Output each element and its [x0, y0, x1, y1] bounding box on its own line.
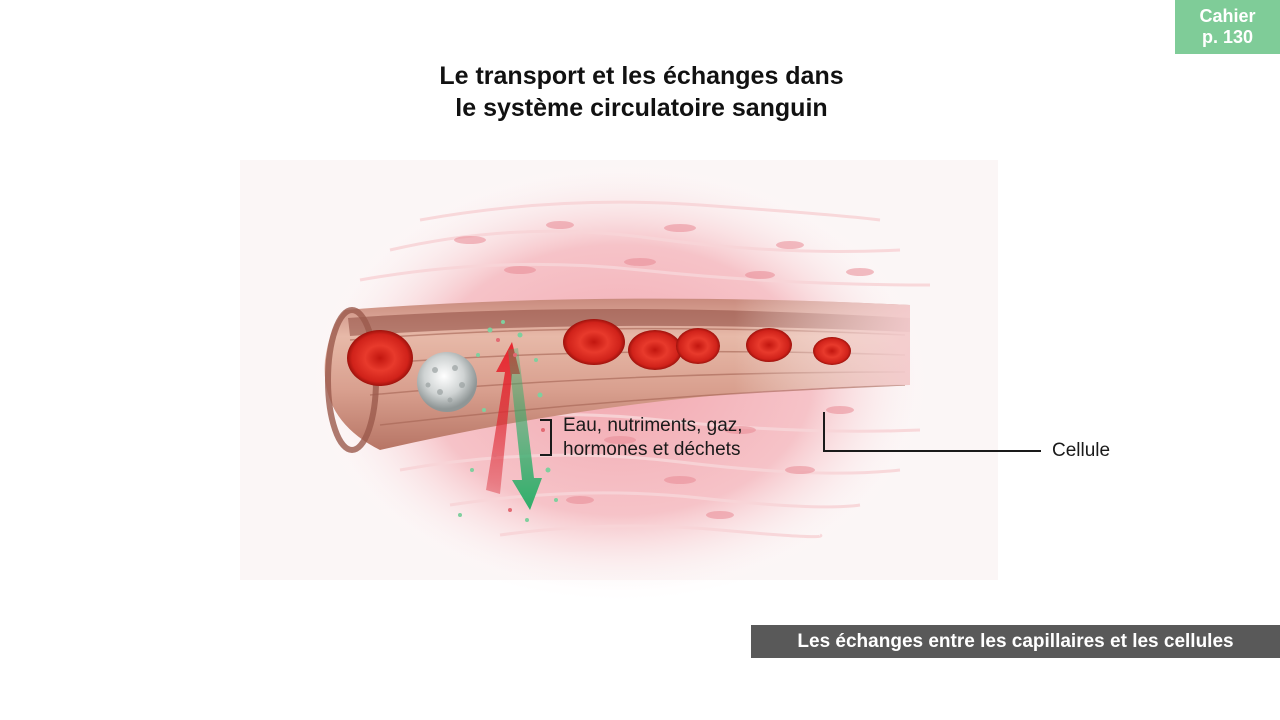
exchange-particles — [458, 320, 558, 522]
red-blood-cells — [347, 319, 851, 386]
page-reference-badge: Cahier p. 130 — [1175, 0, 1280, 54]
red-blood-cell — [746, 328, 792, 362]
badge-line-1: Cahier — [1199, 6, 1256, 26]
red-blood-cell — [676, 328, 720, 364]
title-line-1: Le transport et les échanges dans — [439, 62, 844, 90]
cell-label: Cellule — [1052, 440, 1111, 461]
red-blood-cell — [563, 319, 625, 365]
page-title: Le transport et les échanges dans le sys… — [0, 60, 1280, 124]
tissue-cell-nuclei — [454, 221, 874, 519]
exchange-arrow-outward — [508, 348, 542, 510]
white-blood-cell-texture — [425, 365, 465, 403]
white-blood-cell — [417, 352, 477, 412]
title-line-2: le système circulatoire sanguin — [455, 94, 828, 122]
red-blood-cell — [813, 337, 851, 365]
exchange-label-bracket — [540, 419, 552, 456]
exchange-label: Eau, nutriments, gaz, hormones et déchet… — [563, 414, 743, 462]
red-blood-cell — [628, 330, 682, 370]
badge-line-2: p. 130 — [1201, 27, 1254, 47]
exchange-label-line-2: hormones et déchets — [563, 439, 741, 460]
red-blood-cell — [347, 330, 413, 386]
cell-label-leader — [823, 412, 1041, 452]
figure-caption: Les échanges entre les capillaires et le… — [751, 625, 1280, 658]
exchange-label-line-1: Eau, nutriments, gaz, — [563, 415, 743, 436]
